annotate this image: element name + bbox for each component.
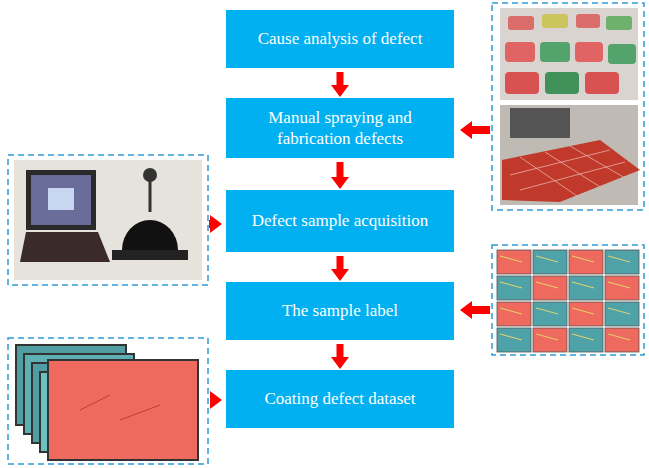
laptop-screen: [26, 170, 96, 230]
step-text: Manual spraying and fabrication defects: [236, 107, 444, 150]
laptop-keyboard: [20, 232, 110, 262]
flow-arrow: [331, 162, 349, 189]
flow-arrow: [331, 256, 349, 281]
step-text: Defect sample acquisition: [252, 210, 429, 231]
base: [112, 250, 188, 260]
dashed-frame: [492, 245, 644, 355]
screen-image: [31, 175, 91, 225]
process-box: Cause analysis of defect: [226, 10, 454, 68]
dashed-frame: [8, 338, 208, 464]
tile-grid: [510, 146, 625, 198]
dashed-frame: [492, 3, 644, 210]
red-tiles: [502, 140, 640, 202]
setup-photo: [14, 160, 202, 280]
process-box: The sample label: [226, 282, 454, 340]
process-box: Defect sample acquisition: [226, 190, 454, 252]
flow-arrow: [331, 72, 349, 97]
side-arrows: [209, 121, 490, 409]
table: [510, 108, 570, 138]
spray-photo: [500, 8, 638, 100]
flow-arrow: [331, 344, 349, 369]
step-text: Cause analysis of defect: [258, 28, 423, 49]
camera: [143, 168, 157, 182]
labelled-thumbnails: [497, 250, 639, 352]
step-text: The sample label: [282, 300, 398, 321]
dome-light: [122, 220, 178, 250]
process-box: Coating defect dataset: [226, 370, 454, 428]
dashed-frame: [8, 155, 208, 285]
screen-sample: [48, 188, 74, 210]
dataset-stack: [16, 345, 198, 460]
step-text: Coating defect dataset: [264, 388, 415, 409]
process-box: Manual spraying and fabrication defects: [226, 98, 454, 158]
spray-patches: [505, 14, 636, 94]
